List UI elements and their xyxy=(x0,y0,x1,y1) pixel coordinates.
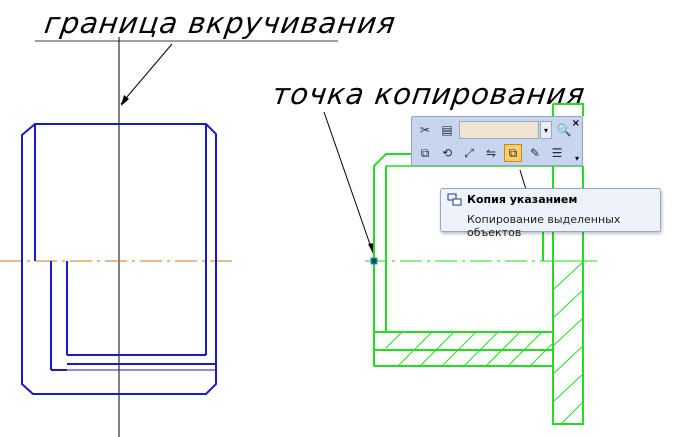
mirror-icon[interactable]: ⇋ xyxy=(485,146,497,160)
copy-by-pointing-icon[interactable]: ⧉ xyxy=(504,144,522,162)
close-icon[interactable]: × xyxy=(571,118,580,129)
tooltip: Копия указанием Копирование выделенных о… xyxy=(440,188,661,239)
list-icon[interactable]: ☰ xyxy=(551,146,563,160)
scale-icon[interactable]: ⤢ xyxy=(464,145,474,160)
tooltip-description: Копирование выделенных объектов xyxy=(467,213,621,239)
more-icon[interactable]: ▾ xyxy=(574,154,579,163)
zoom-icon[interactable]: 🔍 xyxy=(556,123,572,137)
edit-toolbar: ✂ ▤ ▾ 🔍 × ⧉ ⟲ ⤢ ⇋ ⧉ ✎ ☰ ▾ xyxy=(411,116,583,166)
boundary-leader xyxy=(120,43,173,105)
toolbar-combo-box[interactable] xyxy=(459,121,539,139)
green-hatching xyxy=(385,261,584,425)
copy-point-marker[interactable] xyxy=(370,257,378,265)
tooltip-title: Копия указанием xyxy=(467,193,578,206)
green-part xyxy=(373,103,584,425)
brush-icon[interactable]: ✎ xyxy=(529,146,541,160)
move-icon[interactable]: ⧉ xyxy=(420,145,430,160)
copy-by-pointing-icon xyxy=(447,193,462,206)
copy-point-arrowhead xyxy=(368,243,374,255)
copy-point-leader xyxy=(323,111,374,254)
boundary-label: граница вкручивания xyxy=(42,6,398,40)
rotate-icon[interactable]: ⟲ xyxy=(441,146,453,160)
copy-point-label: точка копирования xyxy=(270,77,587,111)
scissors-icon[interactable]: ✂ xyxy=(419,123,431,137)
blue-part xyxy=(21,123,217,395)
boundary-arrowhead xyxy=(121,95,129,106)
paste-icon[interactable]: ▤ xyxy=(441,123,453,137)
combo-dropdown-arrow[interactable]: ▾ xyxy=(540,121,552,139)
